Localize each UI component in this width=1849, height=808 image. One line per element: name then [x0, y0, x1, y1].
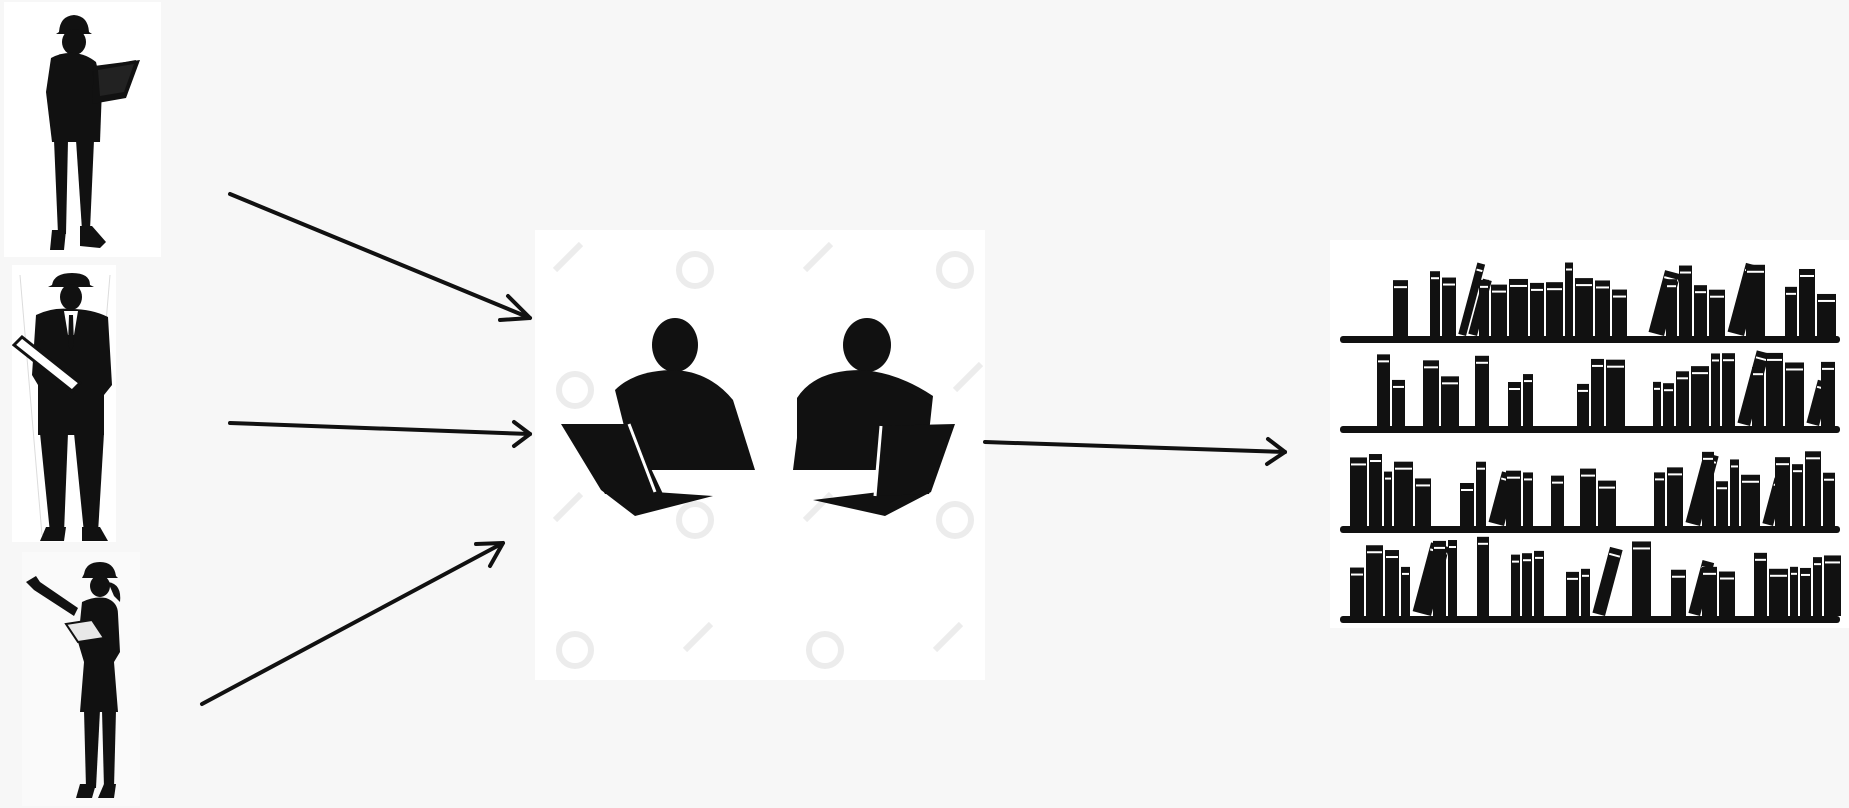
engineer-in-suit-with-rolled-drawing-icon: [12, 273, 112, 541]
bookshelf-card: [1330, 240, 1849, 628]
bookshelf-icon: [1340, 262, 1841, 623]
engineer-in-suit-card: [12, 265, 116, 542]
arrow-engineer-2-to-meeting: [228, 420, 532, 448]
arrow-engineer-3-to-meeting: [200, 541, 505, 706]
engineer-with-plan-card: [4, 2, 161, 257]
arrow-meeting-to-bookshelf: [983, 437, 1287, 466]
meeting-card: [535, 230, 985, 680]
arrow-engineer-1-to-meeting: [228, 192, 532, 322]
two-people-at-laptops-icon: [552, 241, 984, 669]
female-engineer-card: [22, 552, 140, 806]
engineer-with-plan-icon: [46, 15, 140, 250]
female-engineer-pointing-icon: [26, 562, 121, 798]
